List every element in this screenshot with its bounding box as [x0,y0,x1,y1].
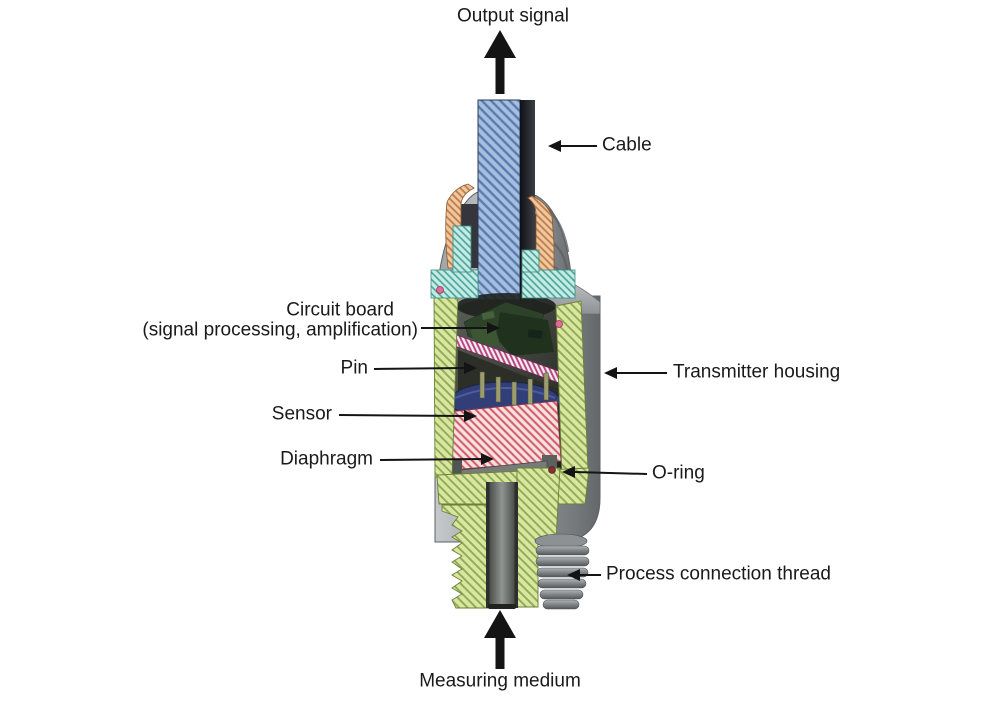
process-thread-3d [534,533,590,610]
label-process-connection-thread: Process connection thread [606,563,831,585]
cable-arrowhead [548,140,561,152]
o-ring-arrowhead [562,466,575,478]
o-ring-part [548,466,556,474]
pin-leader [373,367,465,370]
label-o-ring: O-ring [652,462,705,484]
label-transmitter-housing: Transmitter housing [673,361,841,383]
output-signal-arrow [484,30,516,94]
label-output-signal: Output signal [457,5,569,27]
sensor-arrowhead [464,410,477,422]
thread-arrowhead [567,569,580,581]
o-ring-leader [574,471,648,475]
label-sensor: Sensor [271,403,332,425]
leader-lines [338,140,667,581]
housing-arrowhead [604,367,617,379]
label-pin: Pin [340,357,368,379]
label-circuit-board-line2: (signal processing, amplification) [142,319,418,341]
sensor-pins [479,371,549,406]
gland-o-ring-left [436,286,444,294]
diaphragm-arrowhead [481,453,494,465]
label-cable: Cable [602,134,652,156]
cable-gland-cut [430,183,576,328]
gland-o-ring-right [555,320,563,328]
label-measuring-medium: Measuring medium [419,670,581,692]
pressure-channel [486,482,518,609]
flow-arrows [484,30,516,669]
pin-arrowhead [464,362,477,374]
diaphragm-leader [379,458,482,461]
thread-cut-left [441,504,491,609]
label-diaphragm: Diaphragm [280,448,373,470]
measuring-medium-arrow [484,610,516,669]
housing-cut-walls [433,295,590,609]
circuit-board-arrowhead [487,322,500,334]
sensor-assembly [446,371,562,471]
label-circuit-board-line1: Circuit board [286,299,394,321]
sensor-leader [338,414,465,417]
